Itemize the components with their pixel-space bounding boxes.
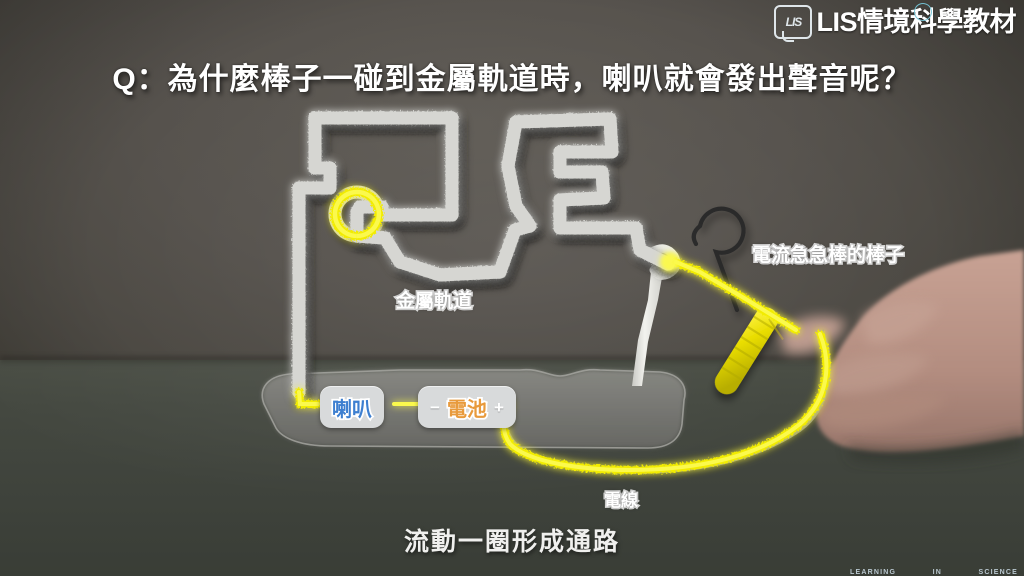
annotation-metal-track: 金屬軌道 xyxy=(394,290,473,314)
horizon-line xyxy=(0,356,1024,366)
battery-component: − 電池 + xyxy=(418,386,516,428)
bottom-caption: 流動一圈形成通路 xyxy=(403,528,620,556)
metal-track xyxy=(292,111,675,399)
logo-wordmark: LIS情境科學教材 xyxy=(816,6,1016,37)
wand-hook-loop xyxy=(691,206,746,313)
speaker-component: 喇叭 xyxy=(320,386,384,428)
speaker-label: 喇叭 xyxy=(330,397,374,423)
wand-handle xyxy=(714,307,784,395)
logo-tagline: LEARNING IN SCIENCE xyxy=(850,569,1018,576)
brand-logo: LIS LIS情境科學教材 xyxy=(774,0,1016,42)
annotation-wand: 電流急急棒的棒子 xyxy=(750,244,905,268)
battery-label: 電池 xyxy=(445,397,489,423)
tagline-learning: LEARNING xyxy=(850,569,897,576)
hand-holding-wand xyxy=(780,250,1024,464)
current-flow-track xyxy=(299,118,668,392)
battery-plus-sign: + xyxy=(493,397,504,417)
tagline-science: SCIENCE xyxy=(978,569,1018,576)
current-flow-circuit xyxy=(295,253,831,475)
tagline-in: IN xyxy=(932,569,943,576)
page-title: Q：為什麼棒子一碰到金屬軌道時，喇叭就會發出聲音呢？ xyxy=(112,63,912,96)
logo-badge: LIS xyxy=(774,5,813,42)
battery-minus-sign: − xyxy=(430,397,440,417)
annotation-wire: 電線 xyxy=(603,490,640,512)
